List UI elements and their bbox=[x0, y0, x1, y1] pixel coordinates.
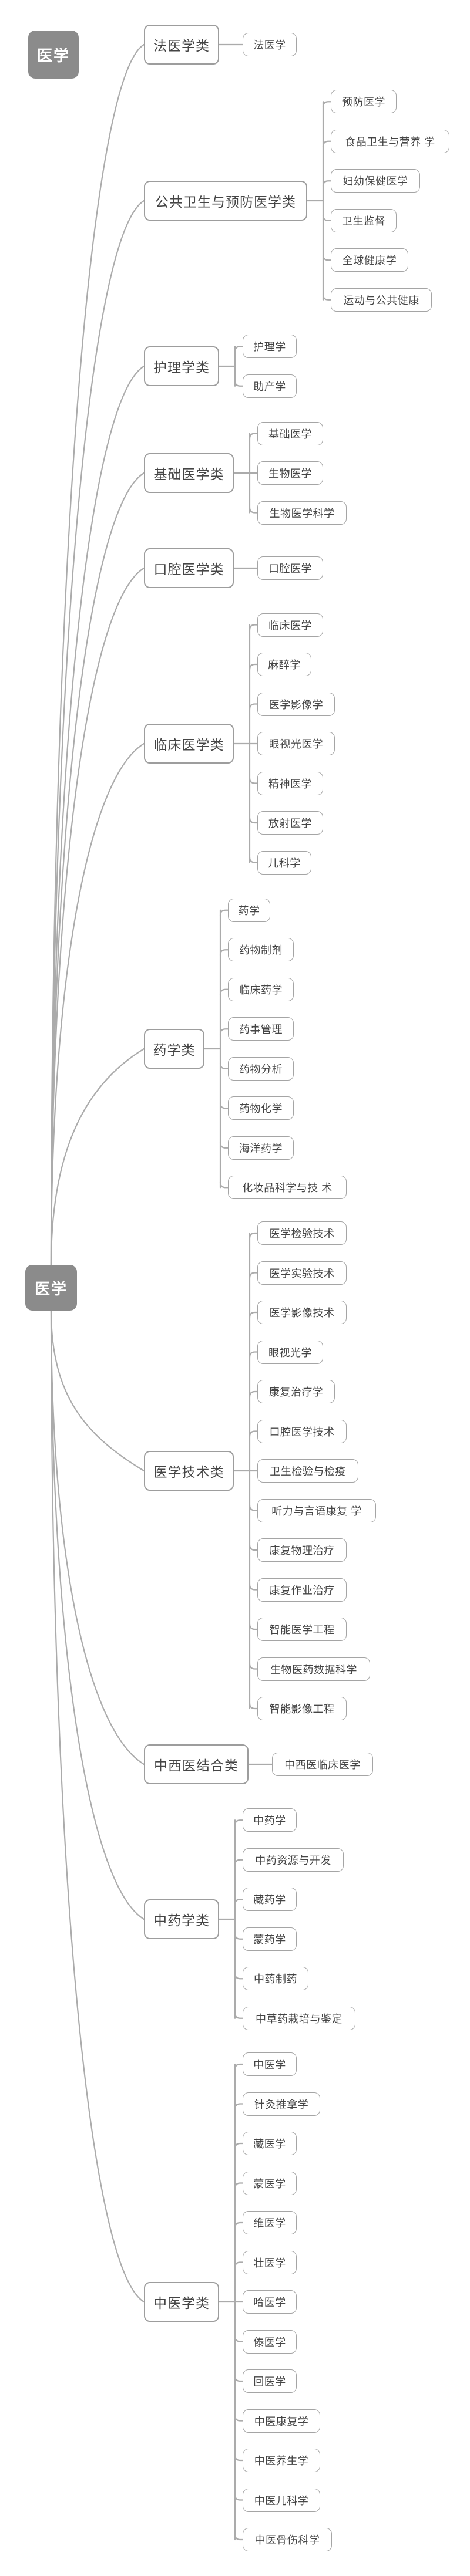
child-node[interactable]: 护理学 bbox=[243, 335, 297, 359]
child-node[interactable]: 法医学 bbox=[243, 33, 297, 56]
child-node[interactable]: 中药学 bbox=[243, 1808, 297, 1832]
child-node[interactable]: 康复作业治疗 bbox=[257, 1578, 347, 1602]
branch-node[interactable]: 护理学类 bbox=[144, 346, 219, 386]
child-node[interactable]: 傣医学 bbox=[243, 2329, 297, 2354]
child-node[interactable]: 药物制剂 bbox=[228, 938, 294, 962]
child-node[interactable]: 中药制药 bbox=[243, 1967, 308, 1991]
child-node[interactable]: 药物分析 bbox=[228, 1056, 294, 1081]
branch-node[interactable]: 中医学类 bbox=[144, 2282, 219, 2322]
child-node[interactable]: 中药资源与开发 bbox=[243, 1848, 344, 1872]
branch-node[interactable]: 医学技术类 bbox=[144, 1451, 234, 1491]
child-node[interactable]: 中医养生学 bbox=[243, 2449, 320, 2472]
child-node[interactable]: 医学影像技术 bbox=[257, 1301, 347, 1324]
child-node[interactable]: 预防医学 bbox=[331, 90, 397, 114]
child-node[interactable]: 智能影像工程 bbox=[257, 1697, 347, 1720]
branch-node[interactable]: 基础医学类 bbox=[144, 453, 234, 493]
child-node[interactable]: 藏药学 bbox=[243, 1888, 297, 1912]
child-node[interactable]: 精神医学 bbox=[257, 771, 323, 795]
branch-node[interactable]: 临床医学类 bbox=[144, 724, 234, 764]
child-node[interactable]: 眼视光学 bbox=[257, 1340, 323, 1364]
child-node[interactable]: 临床医学 bbox=[257, 613, 323, 637]
child-node[interactable]: 卫生检验与检疫 bbox=[257, 1459, 358, 1483]
child-node[interactable]: 壮医学 bbox=[243, 2250, 297, 2274]
child-node[interactable]: 康复物理治疗 bbox=[257, 1538, 347, 1562]
child-node[interactable]: 口腔医学技术 bbox=[257, 1419, 347, 1443]
child-node[interactable]: 海洋药学 bbox=[228, 1136, 294, 1160]
child-node[interactable]: 医学检验技术 bbox=[257, 1221, 347, 1245]
child-node[interactable]: 放射医学 bbox=[257, 811, 323, 835]
child-node[interactable]: 中草药栽培与鉴定 bbox=[243, 2006, 355, 2030]
child-node[interactable]: 生物医学科学 bbox=[257, 501, 347, 525]
child-node[interactable]: 运动与公共健康 bbox=[331, 288, 432, 312]
child-node[interactable]: 康复治疗学 bbox=[257, 1380, 335, 1403]
child-node[interactable]: 中医学 bbox=[243, 2052, 297, 2076]
child-node[interactable]: 基础医学 bbox=[257, 421, 323, 445]
child-node[interactable]: 药物化学 bbox=[228, 1096, 294, 1120]
child-node[interactable]: 食品卫生与营养 学 bbox=[331, 129, 449, 153]
child-node[interactable]: 藏医学 bbox=[243, 2132, 297, 2155]
child-node[interactable]: 麻醉学 bbox=[257, 653, 311, 676]
child-node[interactable]: 智能医学工程 bbox=[257, 1618, 347, 1641]
child-node[interactable]: 口腔医学 bbox=[257, 556, 323, 580]
child-node[interactable]: 针灸推拿学 bbox=[243, 2092, 320, 2116]
child-node[interactable]: 眼视光医学 bbox=[257, 732, 335, 755]
child-node[interactable]: 全球健康学 bbox=[331, 248, 408, 272]
child-node[interactable]: 卫生监督 bbox=[331, 208, 397, 232]
child-node[interactable]: 蒙医学 bbox=[243, 2171, 297, 2195]
child-node[interactable]: 哈医学 bbox=[243, 2290, 297, 2314]
branch-node[interactable]: 口腔医学类 bbox=[144, 548, 234, 588]
child-node[interactable]: 中医骨伤科学 bbox=[243, 2528, 332, 2551]
child-node[interactable]: 儿科学 bbox=[257, 850, 311, 875]
branch-node[interactable]: 公共卫生与预防医学类 bbox=[144, 181, 307, 221]
child-node[interactable]: 助产学 bbox=[243, 374, 297, 398]
child-node[interactable]: 中医儿科学 bbox=[243, 2488, 320, 2512]
branch-node[interactable]: 中西医结合类 bbox=[144, 1744, 249, 1784]
child-node[interactable]: 医学影像学 bbox=[257, 692, 335, 716]
branch-node[interactable]: 法医学类 bbox=[144, 25, 219, 65]
branch-node[interactable]: 药学类 bbox=[144, 1029, 204, 1069]
child-node[interactable]: 药学 bbox=[228, 898, 270, 922]
child-node[interactable]: 医学实验技术 bbox=[257, 1261, 347, 1285]
child-node[interactable]: 维医学 bbox=[243, 2211, 297, 2234]
root-node[interactable]: 医学 bbox=[25, 1265, 77, 1311]
map-title-node[interactable]: 医学 bbox=[28, 31, 79, 79]
child-node[interactable]: 蒙药学 bbox=[243, 1927, 297, 1951]
child-node[interactable]: 妇幼保健医学 bbox=[331, 169, 420, 193]
child-node[interactable]: 中西医临床医学 bbox=[272, 1753, 373, 1776]
child-node[interactable]: 药事管理 bbox=[228, 1017, 294, 1041]
child-node[interactable]: 生物医学 bbox=[257, 461, 323, 485]
child-node[interactable]: 听力与言语康复 学 bbox=[257, 1498, 376, 1522]
branch-node[interactable]: 中药学类 bbox=[144, 1899, 219, 1939]
child-node[interactable]: 回医学 bbox=[243, 2369, 297, 2393]
child-node[interactable]: 临床药学 bbox=[228, 977, 294, 1001]
child-node[interactable]: 中医康复学 bbox=[243, 2409, 320, 2433]
child-node[interactable]: 生物医药数据科学 bbox=[257, 1657, 370, 1681]
child-node[interactable]: 化妆品科学与技 术 bbox=[228, 1176, 347, 1200]
